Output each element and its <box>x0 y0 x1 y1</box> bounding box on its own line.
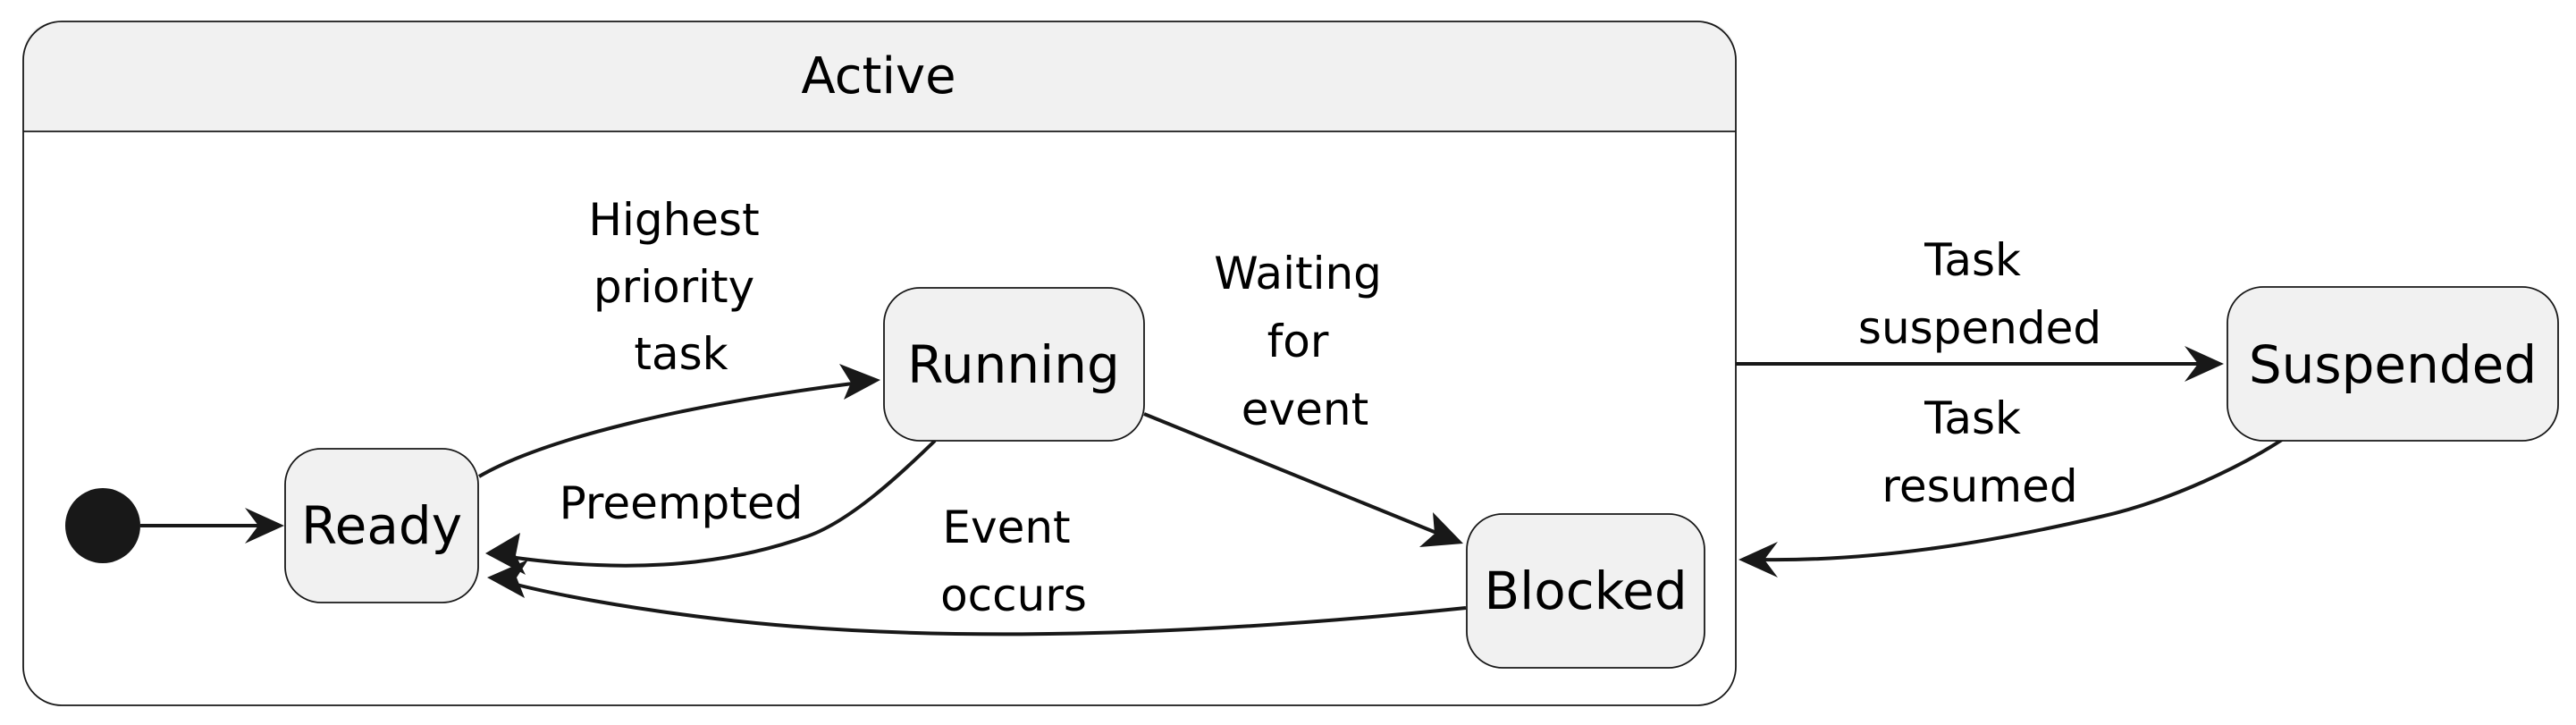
label-blocked-to-ready: Event occurs <box>940 502 1087 621</box>
label-ready-to-running: Highest priority task <box>588 194 773 380</box>
initial-state-node <box>65 488 140 563</box>
state-running-label: Running <box>907 334 1120 395</box>
state-blocked-label: Blocked <box>1484 561 1687 621</box>
state-ready: Ready <box>284 448 479 603</box>
label-running-to-ready: Preempted <box>560 477 804 529</box>
label-suspended-to-active: Task resumed <box>1881 392 2077 512</box>
edge-active-to-suspended <box>1736 346 2224 382</box>
label-running-to-blocked: Waiting for event <box>1214 248 1396 435</box>
edge-initial-to-ready <box>140 508 284 544</box>
edge-running-to-blocked <box>1143 412 1463 547</box>
state-blocked: Blocked <box>1466 513 1705 669</box>
state-ready-label: Ready <box>301 495 462 556</box>
state-suspended-label: Suspended <box>2249 334 2537 395</box>
edge-suspended-to-active <box>1738 438 2284 577</box>
edge-running-to-ready <box>485 439 937 575</box>
edge-ready-to-running <box>477 364 880 478</box>
state-running: Running <box>883 287 1145 442</box>
composite-title: Active <box>801 47 955 105</box>
label-active-to-suspended: Task suspended <box>1858 234 2101 354</box>
state-suspended: Suspended <box>2227 286 2559 442</box>
edge-blocked-to-ready <box>487 560 1467 636</box>
